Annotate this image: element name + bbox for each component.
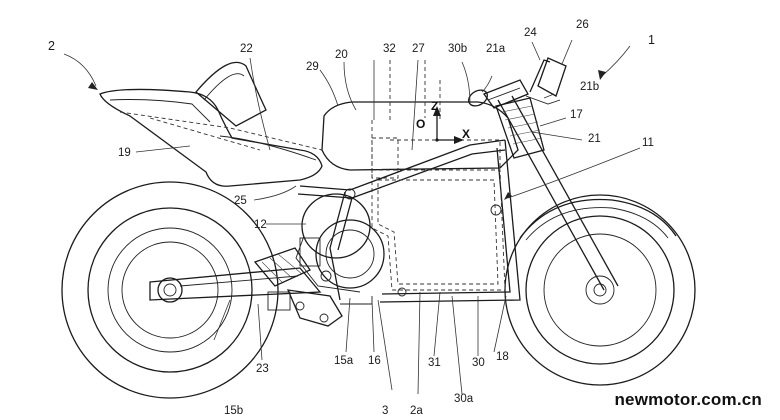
arrowhead-1 (598, 70, 606, 80)
label-26: 26 (576, 19, 589, 31)
label-20: 20 (335, 49, 348, 61)
label-32: 32 (383, 43, 396, 55)
main-frame (297, 139, 521, 303)
label-27: 27 (412, 43, 425, 55)
axis-origin-label: O (416, 117, 425, 131)
swing-arm (149, 247, 322, 301)
leader-lines (63, 39, 641, 395)
label-11: 11 (642, 137, 654, 149)
label-29: 29 (306, 61, 319, 73)
label-17: 17 (570, 109, 583, 121)
battery-case (371, 139, 506, 291)
label-25: 25 (234, 195, 247, 207)
coordinate-axes: Z O X (416, 99, 470, 144)
label-21a: 21a (486, 43, 506, 55)
label-1: 1 (648, 33, 655, 47)
label-19: 19 (118, 147, 131, 159)
linkage (267, 289, 373, 327)
seat-tail (99, 61, 323, 187)
reference-numerals: 1 2 22 20 32 27 30b 21a 24 26 29 21b 17 … (48, 19, 655, 417)
label-12: 12 (254, 219, 267, 231)
axis-z-label: Z (431, 99, 438, 113)
label-23: 23 (256, 363, 269, 375)
label-30b: 30b (448, 43, 467, 55)
label-21b: 21b (580, 81, 599, 93)
label-31: 31 (428, 357, 441, 369)
rear-wheel (61, 181, 279, 399)
label-22: 22 (240, 43, 253, 55)
front-wheel (504, 194, 696, 386)
label-24: 24 (524, 27, 537, 39)
label-18: 18 (496, 351, 509, 363)
label-2: 2 (48, 39, 55, 53)
arrowhead-2 (88, 82, 98, 90)
label-30: 30 (472, 357, 485, 369)
axis-x-label: X (462, 127, 470, 141)
label-3: 3 (382, 405, 388, 417)
motor-unit (295, 193, 385, 293)
label-15a: 15a (334, 355, 354, 367)
label-16: 16 (368, 355, 381, 367)
arrowhead-11 (504, 192, 512, 200)
front-fork (468, 57, 619, 291)
label-2a: 2a (410, 405, 423, 417)
label-15b: 15b (224, 405, 243, 417)
label-21: 21 (588, 133, 601, 145)
watermark: newmotor.com.cn (614, 390, 762, 409)
label-30a: 30a (454, 393, 474, 405)
